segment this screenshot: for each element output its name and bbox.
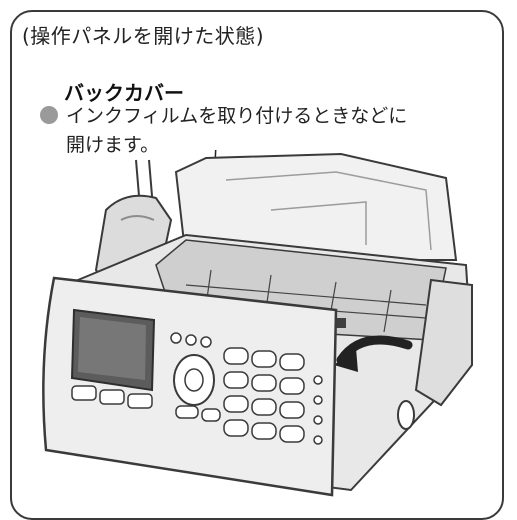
back-cover-label: バックカバー: [64, 81, 184, 105]
fax-machine-illustration: [42, 150, 474, 497]
figure-caption: (操作パネルを開けた状態): [22, 24, 265, 48]
bullet-icon: [40, 106, 58, 124]
right-bracket: [414, 278, 473, 407]
back-cover-note-line-1: インクフィルムを取り付けるときなどに: [66, 105, 408, 127]
curved-arrow-icon: [336, 335, 413, 365]
back-cover-note-line-2: 開けます。: [66, 134, 160, 156]
